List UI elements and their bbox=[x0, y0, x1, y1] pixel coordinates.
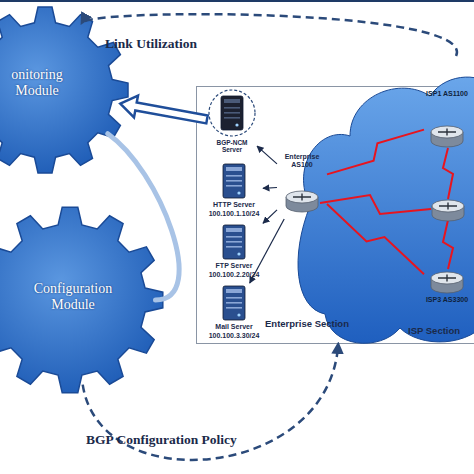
server-tower bbox=[223, 225, 245, 259]
server-slot bbox=[226, 307, 242, 309]
node-text: onitoring Module bbox=[0, 67, 74, 99]
router-shape bbox=[424, 88, 470, 150]
router-node: Enterprise AS100 bbox=[277, 153, 327, 219]
gear-outline bbox=[0, 207, 163, 393]
server-slot bbox=[226, 297, 242, 299]
server-slot bbox=[224, 107, 240, 109]
node-text: Enterprise Section bbox=[265, 319, 375, 330]
server-slot bbox=[226, 302, 242, 304]
node-text: HTTP Server bbox=[205, 201, 263, 209]
server-led bbox=[237, 313, 240, 316]
node-text: Enterprise AS100 bbox=[277, 153, 327, 169]
edge-label: Link Utilization bbox=[105, 36, 245, 52]
server-bay bbox=[226, 228, 242, 232]
server-tower bbox=[221, 96, 243, 130]
router-node: ISP3 AS3300 bbox=[424, 260, 470, 322]
server-bay bbox=[226, 289, 242, 293]
server-slot bbox=[224, 112, 240, 114]
server-led bbox=[235, 123, 238, 126]
node-text: 100.100.1.10/24 bbox=[205, 210, 263, 218]
server-slot bbox=[226, 246, 242, 248]
node-text: 100.100.3.30/24 bbox=[205, 332, 263, 340]
server-node: HTTP Server100.100.1.10/24 bbox=[205, 161, 263, 219]
feedback-arrow bbox=[82, 14, 457, 56]
serverDark-node: BGP-NCM Server bbox=[207, 89, 257, 159]
edge-label: BGP Configuration Policy bbox=[86, 432, 286, 448]
server-slot bbox=[224, 117, 240, 119]
hollow-arrow bbox=[120, 96, 207, 124]
router-arrows bbox=[438, 275, 456, 282]
server-led bbox=[237, 191, 240, 194]
node-text: ISP3 AS3300 bbox=[424, 296, 470, 304]
router-arrows bbox=[438, 129, 456, 136]
frame-line bbox=[0, 0, 474, 2]
router-top bbox=[431, 272, 463, 284]
server-node: FTP Server100.100.2.20/24 bbox=[205, 222, 263, 280]
server-slot bbox=[226, 241, 242, 243]
cloud-outline bbox=[298, 77, 474, 343]
node-text: ISP Section bbox=[408, 326, 474, 337]
server-led bbox=[237, 252, 240, 255]
server-bay bbox=[224, 99, 240, 103]
server-tower bbox=[223, 286, 245, 320]
server-tower bbox=[223, 164, 245, 198]
node-text: FTP Server bbox=[205, 262, 263, 270]
router-arrows bbox=[293, 194, 311, 201]
server-slot bbox=[226, 180, 242, 182]
gear-node: Configuration Module bbox=[0, 205, 165, 395]
node-text: BGP-NCM Server bbox=[210, 139, 254, 154]
server-bay bbox=[226, 167, 242, 171]
gear-node: onitoring Module bbox=[0, 5, 130, 175]
router-top bbox=[431, 126, 463, 138]
router-top bbox=[286, 191, 318, 203]
router-node: ISP1 AS1100 bbox=[424, 88, 470, 150]
dashed-ring bbox=[209, 90, 255, 136]
node-text: ISP1 AS1100 bbox=[424, 90, 470, 98]
gear-outline bbox=[0, 7, 128, 173]
node-text: Mail Server bbox=[205, 323, 263, 331]
server-slot bbox=[226, 175, 242, 177]
router-shape bbox=[424, 260, 470, 322]
feedback-arrow bbox=[83, 344, 339, 460]
node-text: Configuration Module bbox=[13, 281, 133, 313]
server-node: Mail Server100.100.3.30/24 bbox=[205, 283, 263, 341]
server-slot bbox=[226, 185, 242, 187]
server-slot bbox=[226, 236, 242, 238]
